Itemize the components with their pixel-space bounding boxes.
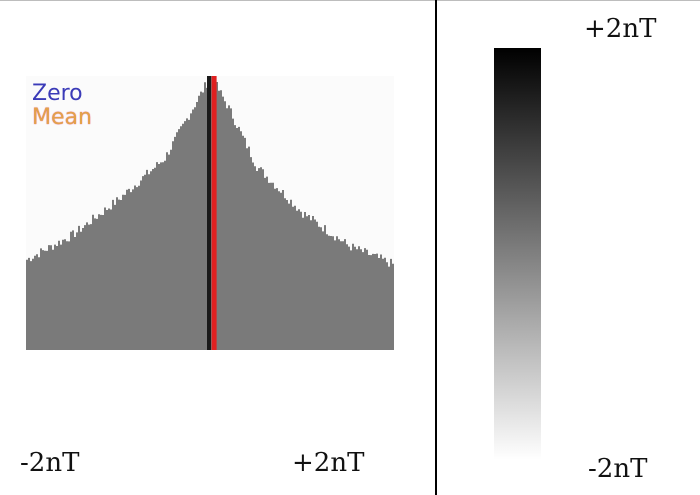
histogram-chart: [26, 76, 394, 350]
colorbar-max-label: +2nT: [584, 14, 657, 44]
histogram-legend: Zero Mean: [32, 82, 92, 130]
mean-line: [211, 76, 217, 350]
legend-mean: Mean: [32, 105, 92, 130]
colorbar: [494, 48, 541, 460]
legend-zero: Zero: [32, 81, 83, 106]
panel-divider: [435, 0, 437, 495]
histogram-plot: Zero Mean: [26, 76, 394, 350]
x-max-label: +2nT: [292, 448, 365, 478]
zero-line: [207, 76, 211, 350]
histogram-panel: Zero Mean -2nT +2nT: [20, 76, 394, 478]
x-min-label: -2nT: [20, 448, 80, 478]
colorbar-min-label: -2nT: [588, 454, 648, 484]
